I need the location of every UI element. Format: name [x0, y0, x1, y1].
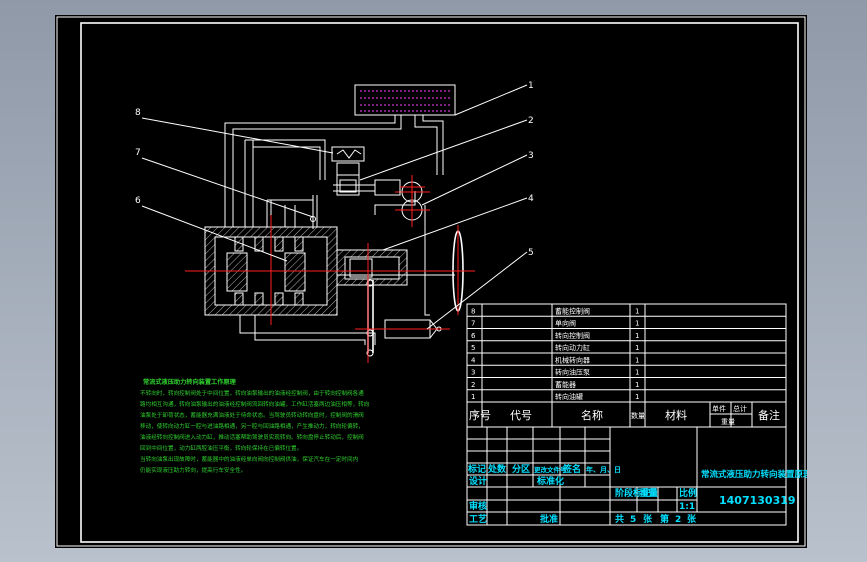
notes-line: 当转向油泵出现故障时，蓄能器中的油液经单向阀向控制阀供油，保证汽车在一定时间内 — [140, 455, 359, 463]
part-qty: 1 — [635, 393, 639, 401]
working-principle-notes: 常流式液压助力转向装置工作原理 不转向时，转向控制阀处于中间位置，转向油泵输出的… — [140, 378, 370, 474]
part-no: 5 — [471, 344, 475, 352]
callout-labels: 1 2 3 4 5 6 7 8 — [135, 81, 534, 258]
notes-line: 回到中间位置，动力缸两腔油压平衡，转向轮保持在已偏转位置。 — [140, 444, 302, 452]
tb-stage-mark: 阶段标记 — [615, 487, 651, 499]
drawing-title: 常流式液压助力转向装置原理图 — [701, 469, 807, 480]
tb-scale: 比例 — [679, 487, 697, 499]
tb-scale-value: 1:1 — [679, 502, 695, 512]
part-qty: 1 — [635, 369, 639, 377]
tb-doc-no: 更改文件号 — [534, 465, 567, 474]
part-name: 机械转向器 — [555, 355, 590, 364]
leader-lines — [141, 84, 528, 330]
tb-sheet-total: 共 — [615, 513, 624, 525]
header-remark: 备注 — [758, 408, 780, 422]
notes-line: 仍能实现液压助力转向，提高行车安全性。 — [140, 466, 246, 474]
part-qty: 1 — [635, 320, 639, 328]
header-qty: 数量 — [631, 411, 645, 420]
notes-line: 油泵处于卸荷状态，蓄能器充满油液处于待命状态。当驾驶员转动转向盘时，控制阀的滑阀 — [140, 411, 364, 419]
inner-frame — [80, 22, 799, 543]
outer-frame — [56, 16, 806, 547]
tb-date: 年、月、日 — [586, 465, 621, 474]
callout-5: 5 — [528, 248, 534, 258]
header-name: 名称 — [581, 408, 603, 422]
drawing-number: 1407130319 — [719, 494, 796, 507]
part-name: 转向控制阀 — [555, 331, 590, 340]
notes-line: 不转向时，转向控制阀处于中间位置，转向油泵输出的油液经控制阀，由于转向控制阀各通 — [140, 389, 364, 397]
tb-sheet-unit2: 张 — [687, 513, 697, 525]
part-name: 蓄能控制阀 — [555, 306, 590, 315]
header-total: 总计 — [733, 404, 747, 413]
notes-line: 路均相互沟通，转向油泵输出的油液经控制阀流回转向油罐，工作缸活塞两边油压相等，转… — [140, 400, 370, 408]
steering-control-valve — [204, 216, 338, 316]
callout-6: 6 — [135, 196, 141, 206]
center-lines — [185, 186, 475, 363]
part-no: 3 — [471, 369, 475, 377]
oil-lines — [224, 115, 444, 345]
tb-design: 设计 — [469, 475, 487, 487]
part-no: 8 — [471, 307, 475, 315]
callout-8: 8 — [135, 108, 141, 118]
tb-count: 处数 — [487, 463, 507, 475]
part-name: 转向动力缸 — [555, 343, 590, 352]
part-qty: 1 — [635, 307, 639, 315]
tb-weight: 重量 — [640, 487, 658, 499]
part-no: 2 — [471, 381, 475, 389]
part-name: 单向阀 — [555, 319, 576, 328]
steering-gear — [336, 249, 455, 286]
oil-pump — [374, 175, 430, 227]
header-seq: 序号 — [469, 408, 491, 422]
part-name: 转向油压泵 — [555, 368, 590, 377]
notes-line: 油液经转向控制阀进入动力缸，推动活塞帮助驾驶员实现转向。转向盘停止转动后，控制阀 — [140, 433, 364, 441]
tb-review: 审核 — [469, 500, 487, 512]
part-qty: 1 — [635, 332, 639, 340]
tb-sheet-unit: 张 — [643, 513, 653, 525]
title-block: 标记 处数 分区 更改文件号 签名 年、月、日 设计 标准化 阶段标记 重量 比… — [466, 426, 820, 526]
part-no: 6 — [471, 332, 476, 340]
tb-sheet-no-n: 2 — [675, 515, 681, 525]
header-material: 材料 — [665, 408, 687, 422]
part-name: 蓄能器 — [555, 380, 576, 389]
part-qty: 1 — [635, 356, 639, 364]
tb-approve: 批准 — [540, 513, 558, 525]
header-code: 代号 — [510, 409, 532, 422]
callout-3: 3 — [528, 151, 534, 161]
tb-sign: 签名 — [562, 463, 581, 475]
notes-line: 移动，使转向动力缸一腔与进油路相通，另一腔与回油路相通，产生推动力，转向轮偏转， — [140, 422, 364, 430]
part-qty: 1 — [635, 381, 639, 389]
part-no: 4 — [471, 356, 476, 364]
tb-standard: 标准化 — [536, 475, 564, 487]
accumulator — [336, 162, 360, 196]
tb-sheet-no: 第 — [660, 513, 669, 525]
tb-sheet-total-n: 5 — [630, 515, 636, 525]
header-single: 单件 — [712, 404, 726, 413]
callout-7: 7 — [135, 148, 141, 158]
part-qty: 1 — [635, 344, 639, 352]
part-no: 7 — [471, 320, 475, 328]
drawing-sheet: 1 2 3 4 5 6 7 8 常流式液压助力转向装置工作原理 不转向时，转向控… — [55, 15, 820, 548]
oil-reservoir — [354, 84, 456, 116]
accumulator-control-valve — [331, 146, 365, 162]
callout-2: 2 — [528, 116, 534, 126]
parts-list: 8 蓄能控制阀 1 7 单向阀 1 6 转向控制阀 1 5 转向动力缸 1 4 机械转向器 1 3 转向油压泵 1… — [466, 303, 787, 428]
notes-title: 常流式液压助力转向装置工作原理 — [143, 378, 237, 386]
part-name: 转向油罐 — [555, 392, 583, 401]
callout-1: 1 — [528, 81, 534, 91]
tb-craft: 工艺 — [469, 513, 487, 525]
callout-4: 4 — [528, 194, 534, 204]
tb-mark: 标记 — [467, 463, 486, 475]
schematic-drawing: 1 2 3 4 5 6 7 8 常流式液压助力转向装置工作原理 不转向时，转向控… — [56, 16, 820, 547]
header-weight: 重量 — [721, 418, 735, 426]
tb-zone: 分区 — [512, 463, 530, 475]
part-no: 1 — [471, 393, 475, 401]
